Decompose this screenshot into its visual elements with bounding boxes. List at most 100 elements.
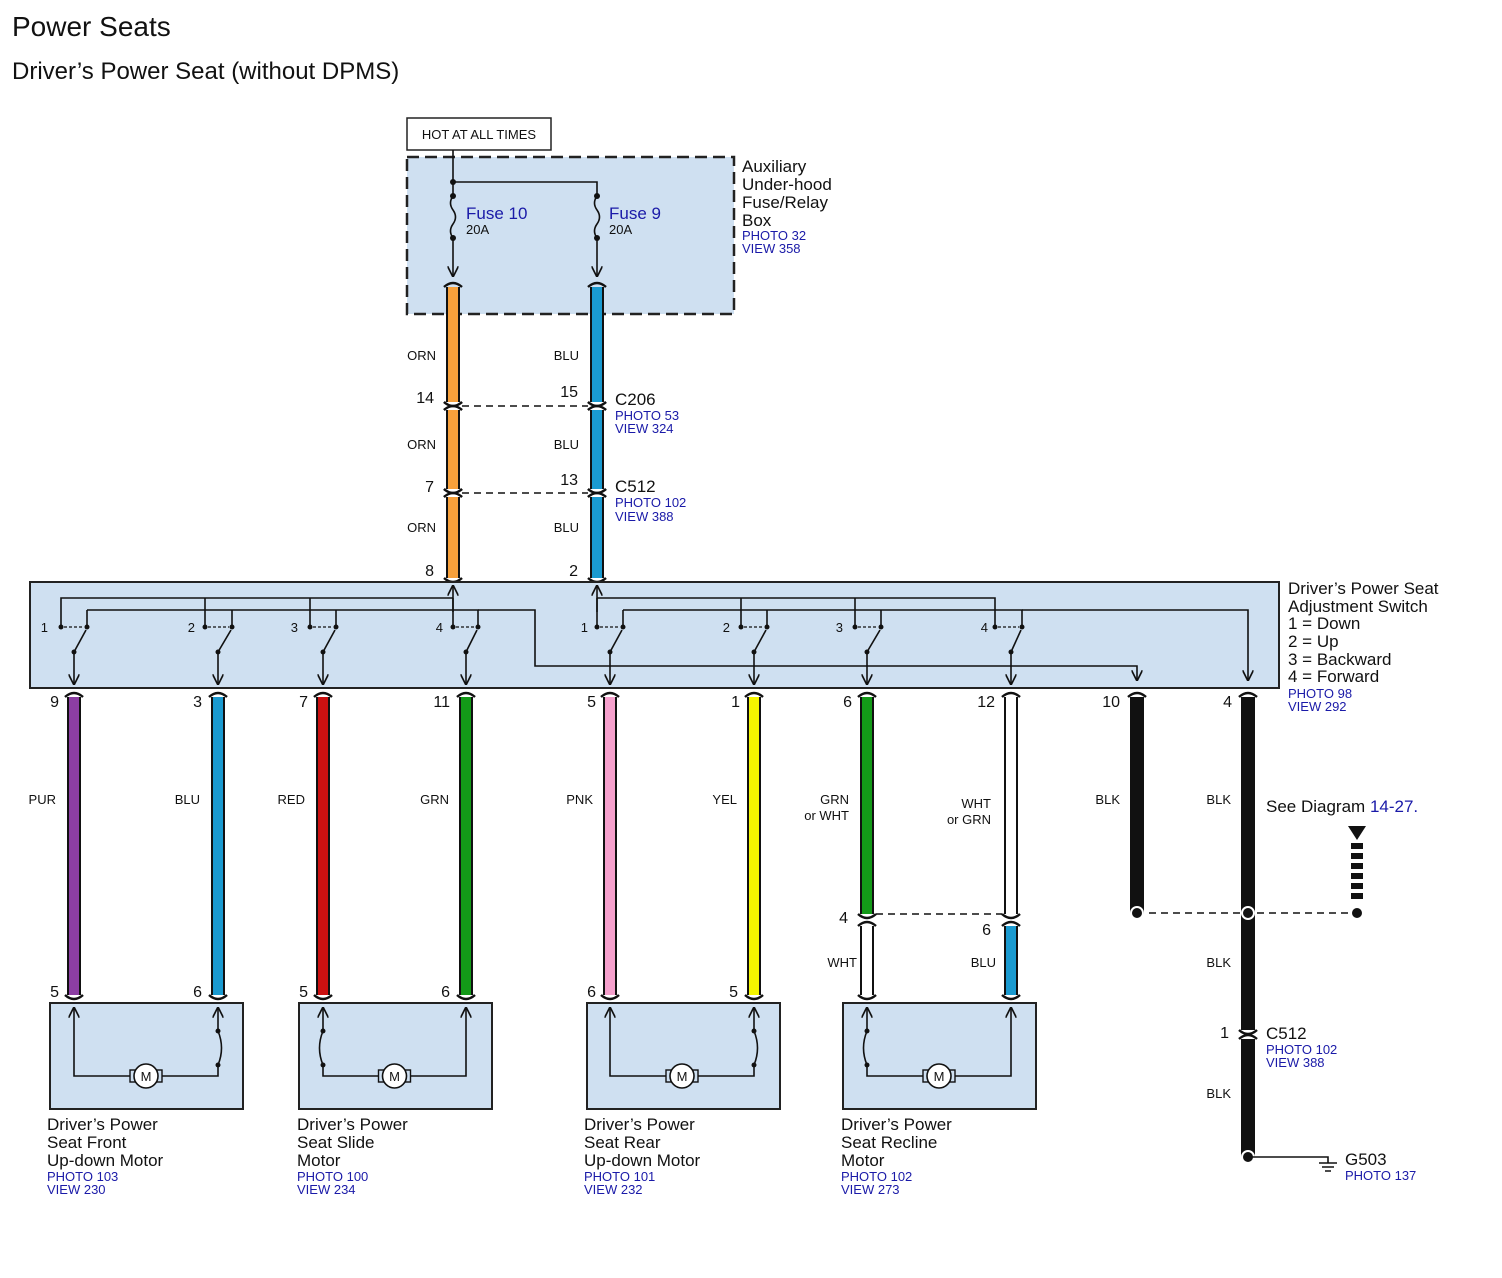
motor-icon (133, 1063, 159, 1089)
fuse-10-symbol (449, 195, 457, 239)
svg-text:4: 4 (1223, 694, 1232, 711)
wire-label-wht-lower: WHT (827, 955, 857, 970)
svg-text:VIEW 230: VIEW 230 (47, 1182, 106, 1197)
svg-text:Auxiliary: Auxiliary (742, 157, 807, 176)
svg-text:7: 7 (299, 694, 308, 711)
motor-symbol-label: M (389, 1069, 400, 1084)
c206-pin-14: 14 (416, 390, 434, 407)
splice-pin-4: 4 (839, 910, 848, 927)
svg-text:GRN: GRN (820, 792, 849, 807)
ground-wire-label-1: BLK (1206, 955, 1231, 970)
svg-text:PHOTO 100: PHOTO 100 (297, 1169, 368, 1184)
svg-text:PHOTO 101: PHOTO 101 (584, 1169, 655, 1184)
svg-text:VIEW 273: VIEW 273 (841, 1182, 900, 1197)
motor-symbol-label: M (934, 1069, 945, 1084)
svg-text:Driver’s Power: Driver’s Power (584, 1115, 695, 1134)
svg-text:Up-down Motor: Up-down Motor (47, 1151, 164, 1170)
output-wire-4 (1241, 697, 1255, 1030)
motor-symbol-label: M (677, 1069, 688, 1084)
svg-text:Driver’s Power Seat: Driver’s Power Seat (1288, 579, 1439, 598)
switch-contact-8 (992, 624, 1025, 685)
svg-text:GRN: GRN (420, 792, 449, 807)
fuse-9-rating: 20A (609, 222, 632, 237)
ground-lead (1248, 1156, 1329, 1163)
switch-pin-8: 8 (425, 563, 434, 580)
switch-contact-2 (202, 624, 235, 685)
svg-text:PHOTO 102: PHOTO 102 (1266, 1042, 1337, 1057)
see-diagram-arrow (1348, 826, 1366, 899)
output-wire-6 (860, 697, 874, 914)
see-diagram-text: See Diagram 14-27. (1266, 797, 1418, 816)
svg-text:12: 12 (977, 694, 995, 711)
supply-wire-blu (590, 287, 604, 578)
svg-text:BLK: BLK (1095, 792, 1120, 807)
output-wire-6-lower (860, 926, 874, 995)
splice-pin-6: 6 (982, 922, 991, 939)
svg-text:Driver’s Power: Driver’s Power (841, 1115, 952, 1134)
wire-label-blu-lower: BLU (971, 955, 996, 970)
svg-text:Driver’s Power: Driver’s Power (47, 1115, 158, 1134)
svg-text:VIEW 388: VIEW 388 (615, 509, 674, 524)
svg-text:11: 11 (433, 694, 450, 711)
switch-internal-wiring (60, 586, 1248, 680)
svg-text:ORN: ORN (407, 348, 436, 363)
output-wire-5 (603, 697, 617, 995)
c512-lower-pin: 1 (1220, 1025, 1229, 1042)
switch-contact-5 (594, 624, 626, 685)
switch-label: Driver’s Power Seat Adjustment Switch 1 … (1288, 579, 1439, 714)
svg-text:C512: C512 (615, 477, 656, 496)
page-title: Power Seats (12, 11, 171, 42)
svg-text:PHOTO 53: PHOTO 53 (615, 408, 679, 423)
svg-text:2: 2 (723, 620, 730, 635)
fuse-bus (452, 150, 598, 196)
switch-contact-6 (738, 624, 770, 685)
svg-text:5: 5 (729, 984, 738, 1001)
svg-text:4 = Forward: 4 = Forward (1288, 667, 1379, 686)
motor-4: M (842, 1002, 1037, 1110)
c512-pin-7: 7 (425, 479, 434, 496)
page-subtitle: Driver’s Power Seat (without DPMS) (12, 58, 399, 85)
svg-text:PHOTO 102: PHOTO 102 (841, 1169, 912, 1184)
svg-text:Seat Front: Seat Front (47, 1133, 127, 1152)
c206-label: C206 PHOTO 53 VIEW 324 (615, 390, 679, 436)
motor-icon (926, 1063, 952, 1089)
svg-text:9: 9 (50, 694, 59, 711)
switch-contact-7 (852, 624, 884, 685)
output-wire-12 (1004, 697, 1018, 914)
svg-text:4: 4 (981, 620, 988, 635)
svg-text:ORN: ORN (407, 437, 436, 452)
svg-text:or GRN: or GRN (947, 812, 991, 827)
motor-rear-label: Driver’s Power Seat Rear Up-down Motor P… (584, 1115, 701, 1197)
switch-contact-1 (58, 624, 90, 685)
motor-pin-labels: 5 6 5 6 6 5 (50, 984, 738, 1001)
svg-text:PHOTO 102: PHOTO 102 (615, 495, 686, 510)
motor-slide-label: Driver’s Power Seat Slide Motor PHOTO 10… (297, 1115, 408, 1197)
power-source-box (406, 117, 552, 151)
ground-label: G503 PHOTO 137 (1345, 1150, 1416, 1183)
svg-text:1: 1 (41, 620, 48, 635)
supply-wires (443, 281, 607, 584)
svg-text:5: 5 (299, 984, 308, 1001)
fuse-box (405, 155, 736, 316)
motor-1: M (49, 1002, 244, 1110)
svg-text:3: 3 (193, 694, 202, 711)
svg-text:6: 6 (587, 984, 596, 1001)
svg-text:PNK: PNK (566, 792, 593, 807)
svg-text:VIEW 388: VIEW 388 (1266, 1055, 1325, 1070)
svg-text:2 = Up: 2 = Up (1288, 632, 1339, 651)
svg-text:6: 6 (193, 984, 202, 1001)
svg-text:Fuse/Relay: Fuse/Relay (742, 193, 828, 212)
svg-text:6: 6 (441, 984, 450, 1001)
output-wire-labels: PUR BLU RED GRN PNK YEL GRN or WHT WHT o… (29, 792, 1232, 827)
svg-text:RED: RED (278, 792, 305, 807)
svg-text:VIEW 232: VIEW 232 (584, 1182, 643, 1197)
output-wire-1 (747, 697, 761, 995)
svg-text:PHOTO 98: PHOTO 98 (1288, 686, 1352, 701)
switch-contact-4 (450, 624, 481, 685)
svg-text:1: 1 (731, 694, 740, 711)
svg-text:WHT: WHT (961, 796, 991, 811)
svg-text:1: 1 (581, 620, 588, 635)
supply-wire-labels: ORN ORN ORN BLU BLU BLU (407, 348, 579, 535)
